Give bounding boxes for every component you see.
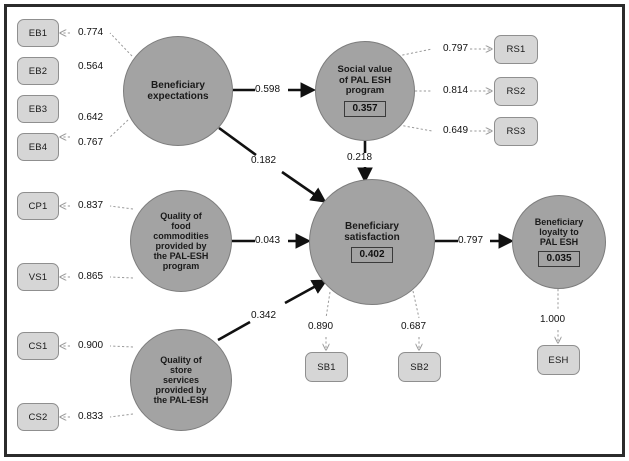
indicator-cs2[interactable]: CS2: [17, 403, 59, 431]
loading-label-eb4: 0.767: [78, 137, 104, 148]
r-squared-badge: 0.357: [344, 100, 386, 117]
construct-label: Beneficiary satisfaction: [344, 220, 400, 243]
indicator-label: ESH: [548, 354, 569, 366]
path-coefficient-quality-food-to-satisfaction: 0.043: [255, 235, 281, 246]
path-coefficient-expectations-to-satisfaction: 0.182: [251, 155, 277, 166]
path-coefficient-satisfaction-to-loyalty: 0.797: [458, 235, 484, 246]
loading-label-eb3: 0.642: [78, 112, 104, 123]
indicator-eb2[interactable]: EB2: [17, 57, 59, 85]
indicator-label: CP1: [28, 200, 48, 212]
construct-beneficiary-satisfaction[interactable]: Beneficiary satisfaction 0.402: [309, 179, 435, 305]
construct-beneficiary-loyalty[interactable]: Beneficiary loyalty to PAL ESH 0.035: [512, 195, 606, 289]
indicator-label: RS3: [506, 126, 526, 137]
indicator-cs1[interactable]: CS1: [17, 332, 59, 360]
path-coefficient-quality-store-to-satisfaction: 0.342: [251, 310, 277, 321]
construct-label: Beneficiary loyalty to PAL ESH: [534, 216, 584, 248]
path-coefficient-social-value-to-satisfaction: 0.218: [347, 152, 373, 163]
indicator-cp1[interactable]: CP1: [17, 192, 59, 220]
indicator-label: CS2: [28, 411, 48, 423]
indicator-label: RS2: [506, 86, 526, 97]
construct-quality-food[interactable]: Quality of food commodities provided by …: [130, 190, 232, 292]
indicator-label: EB2: [28, 65, 48, 77]
r-squared-badge: 0.402: [351, 247, 393, 264]
loading-label-rs1: 0.797: [443, 43, 469, 54]
loading-label-cp1: 0.837: [78, 200, 104, 211]
indicator-label: EB1: [28, 27, 48, 39]
loading-label-cs1: 0.900: [78, 340, 104, 351]
construct-social-value[interactable]: Social value of PAL ESH program 0.357: [315, 41, 415, 141]
indicator-eb3[interactable]: EB3: [17, 95, 59, 123]
indicator-label: EB3: [28, 103, 48, 115]
indicator-label: EB4: [28, 141, 48, 153]
loading-label-eb2: 0.564: [78, 61, 104, 72]
indicator-sb2[interactable]: SB2: [398, 352, 441, 382]
indicator-label: VS1: [28, 271, 48, 283]
loading-label-rs2: 0.814: [443, 85, 469, 96]
indicator-label: CS1: [28, 340, 48, 352]
indicator-eb1[interactable]: EB1: [17, 19, 59, 47]
construct-quality-store[interactable]: Quality of store services provided by th…: [130, 329, 232, 431]
loading-label-sb1: 0.890: [308, 321, 334, 332]
loading-label-eb1: 0.774: [78, 27, 104, 38]
indicator-esh[interactable]: ESH: [537, 345, 580, 375]
indicator-label: RS1: [506, 44, 526, 55]
indicator-sb1[interactable]: SB1: [305, 352, 348, 382]
indicator-label: SB1: [317, 361, 336, 373]
construct-label: Quality of store services provided by th…: [153, 354, 209, 406]
indicator-rs1[interactable]: RS1: [494, 35, 538, 64]
construct-label: Social value of PAL ESH program: [337, 64, 393, 97]
loading-label-rs3: 0.649: [443, 125, 469, 136]
indicator-label: SB2: [410, 361, 429, 373]
indicator-rs3[interactable]: RS3: [494, 117, 538, 146]
indicator-rs2[interactable]: RS2: [494, 77, 538, 106]
loading-label-cs2: 0.833: [78, 411, 104, 422]
loading-label-vs1: 0.865: [78, 271, 104, 282]
loading-label-sb2: 0.687: [401, 321, 427, 332]
indicator-eb4[interactable]: EB4: [17, 133, 59, 161]
r-squared-badge: 0.035: [538, 251, 580, 268]
path-coefficient-expectations-to-social-value: 0.598: [255, 84, 281, 95]
construct-label: Beneficiary expectations: [147, 79, 209, 102]
construct-label: Quality of food commodities provided by …: [153, 210, 209, 272]
indicator-vs1[interactable]: VS1: [17, 263, 59, 291]
construct-beneficiary-expectations[interactable]: Beneficiary expectations: [123, 36, 233, 146]
loading-label-esh: 1.000: [540, 314, 566, 325]
